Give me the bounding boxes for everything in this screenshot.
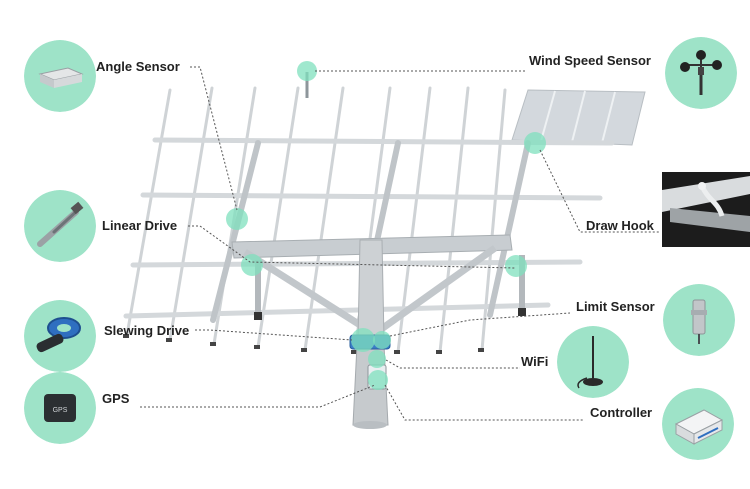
pv-modules [511,89,646,146]
leader-lines [140,66,660,421]
wind-speed-sensor-bubble [665,37,737,109]
gps-bubble: GPS [24,372,96,444]
controller-bubble [662,388,734,460]
linear-drive-bubble [24,190,96,262]
slewing-drive-label: Slewing Drive [104,323,190,338]
purlin-end-caps [123,334,484,354]
wind-speed-sensor-label: Wind Speed Sensor [529,53,651,68]
anemometer-icon [665,37,737,109]
controller-label: Controller [590,405,653,420]
limit-sensor-bubble [663,284,735,356]
wifi-label: WiFi [521,354,549,369]
angle-sensor-label: Angle Sensor [96,59,180,74]
draw-hook-photo [662,172,750,247]
wifi-bubble [557,326,629,398]
gps-label: GPS [102,391,130,406]
angle-sensor-bubble [24,40,96,112]
angle-sensor-device-icon [24,40,96,112]
slewing-drive-icon [24,300,96,372]
gps-device-text: GPS [53,407,68,414]
linear-actuator-icon [24,190,96,262]
draw-hook-label: Draw Hook [586,218,654,233]
slewing-drive-bubble [24,300,96,372]
controller-box-icon [662,388,734,460]
draw-hook-bubble [662,172,750,247]
wifi-antenna-icon [557,326,629,398]
limit-sensor-icon [663,284,735,356]
linear-drive-label: Linear Drive [102,218,178,233]
gps-module-icon: GPS [24,372,96,444]
highlight-dots [226,61,546,390]
limit-sensor-label: Limit Sensor [576,299,655,314]
